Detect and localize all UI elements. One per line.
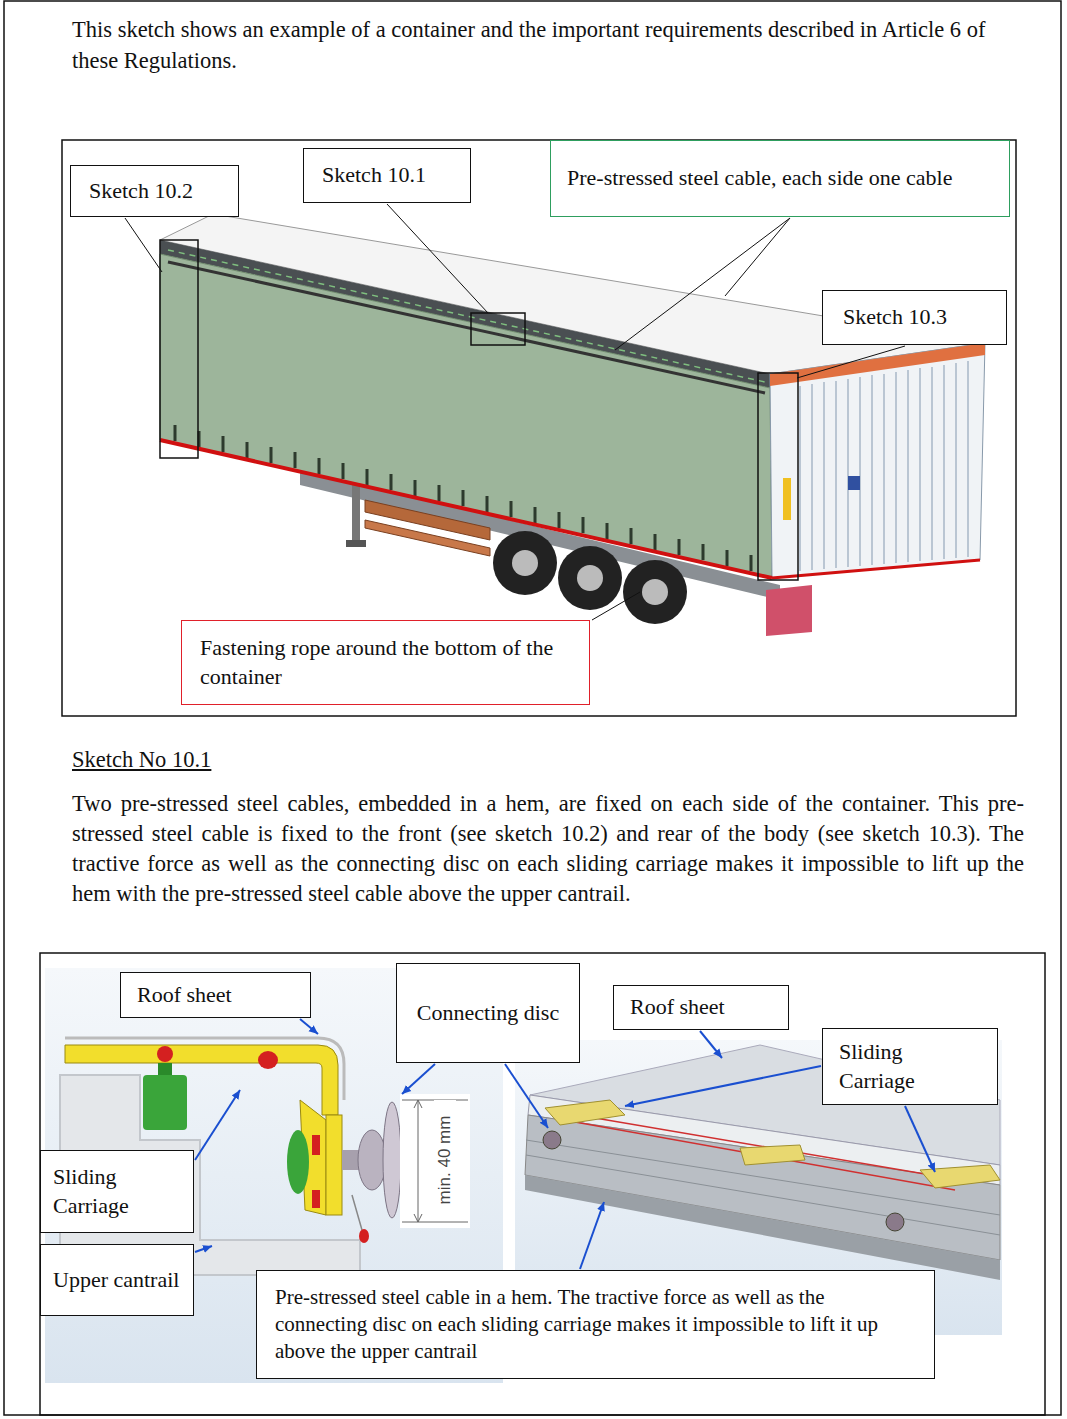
- carriage-plate: [326, 1115, 342, 1215]
- wheel-hub: [577, 565, 603, 591]
- wheel: [558, 546, 622, 610]
- bolt: [312, 1135, 320, 1155]
- bolt: [157, 1046, 173, 1062]
- connecting-disc: [886, 1213, 904, 1231]
- rear-header: [770, 343, 985, 386]
- callout-box: Sketch 10.3: [822, 290, 1007, 345]
- leader-line: [195, 1246, 212, 1252]
- box-text: Fastening rope around the bottom of the …: [200, 634, 571, 691]
- box-text: Sketch 10.3: [843, 303, 986, 332]
- hem-clip: [740, 1145, 805, 1165]
- dimension-arrows: [414, 1100, 422, 1222]
- box-text: Sketch 10.1: [322, 161, 452, 190]
- dimension-label: min. 40 mm: [434, 1100, 456, 1220]
- wheel: [623, 560, 687, 624]
- roller: [143, 1075, 187, 1130]
- steel-cable: [575, 1122, 955, 1190]
- steel-cable: [359, 1229, 369, 1243]
- callout-box: Fastening rope around the bottom of the …: [181, 620, 590, 705]
- detail-frame: [160, 240, 198, 458]
- dimension-line: [418, 1100, 419, 1222]
- sliding-carriage: [545, 1100, 625, 1125]
- roller: [287, 1130, 309, 1194]
- part-label-box: Connecting disc: [396, 963, 580, 1063]
- fastening-rope: [772, 560, 980, 578]
- fastening-rope: [160, 440, 772, 578]
- sliding-carriage: [920, 1165, 1000, 1188]
- landing-foot: [346, 540, 366, 547]
- rear-marker: [783, 478, 791, 520]
- hem-line: [168, 250, 765, 382]
- wheel-hub: [642, 579, 668, 605]
- support-rail: [365, 520, 490, 556]
- connecting-disc: [543, 1131, 561, 1149]
- leader-line: [905, 1106, 935, 1172]
- rail-groove: [526, 1140, 1000, 1215]
- leader-line: [615, 218, 790, 350]
- part-label-box: Sliding Carriage: [40, 1150, 194, 1233]
- caption-box: Pre-stressed steel cable in a hem. The t…: [256, 1270, 935, 1379]
- leader-line: [625, 1066, 821, 1106]
- dimension-ground: [400, 1094, 470, 1228]
- leader-line: [505, 1064, 548, 1128]
- leader-line: [797, 346, 905, 378]
- leader-line: [700, 1031, 722, 1058]
- box-text: Upper cantrail: [53, 1266, 181, 1295]
- box-text: Pre-stressed steel cable in a hem. The t…: [275, 1284, 916, 1366]
- leader-line: [387, 204, 488, 313]
- part-label-box: Sliding Carriage: [822, 1028, 998, 1105]
- roller-stem: [158, 1063, 172, 1077]
- bolt: [312, 1190, 320, 1208]
- leader-line: [195, 1090, 240, 1160]
- part-label-box: Upper cantrail: [40, 1244, 194, 1316]
- rear-doors: [770, 343, 985, 578]
- cable-hem: [352, 1195, 362, 1230]
- buckle-straps: [175, 425, 751, 571]
- curtain-side: [160, 254, 772, 578]
- box-text: Pre-stressed steel cable, each side one …: [567, 164, 993, 193]
- steel-cable: [168, 262, 765, 393]
- bolt: [258, 1051, 278, 1069]
- leader-line: [125, 218, 162, 272]
- section-heading: Sketch No 10.1: [72, 745, 211, 775]
- leader-line: [725, 218, 790, 296]
- leader-line: [300, 1019, 318, 1034]
- panel-frame: [62, 140, 1016, 716]
- wheel: [493, 531, 557, 595]
- wheel-hub: [512, 550, 538, 576]
- carriage-bracket: [65, 1045, 338, 1115]
- body-paragraph: Two pre-stressed steel cables, embedded …: [72, 789, 1024, 909]
- part-label-box: Roof sheet: [613, 985, 789, 1030]
- dimension-tick: [402, 1222, 468, 1223]
- detail-frame: [758, 373, 798, 580]
- disc-hub: [358, 1130, 386, 1190]
- box-text: Sliding Carriage: [53, 1163, 181, 1220]
- box-text: Connecting disc: [413, 999, 563, 1028]
- panel-frame: [40, 953, 1045, 1415]
- trailer-drawing: [160, 214, 985, 636]
- page-border: [4, 1, 1061, 1415]
- box-text: Sliding Carriage: [839, 1038, 981, 1095]
- callout-box: Sketch 10.1: [303, 148, 471, 203]
- detail-frame: [471, 313, 525, 345]
- door-ribs: [800, 361, 968, 571]
- box-text: Roof sheet: [630, 993, 772, 1022]
- part-label-box: Roof sheet: [120, 972, 311, 1018]
- leader-line: [402, 1064, 435, 1094]
- box-text: Sketch 10.2: [89, 177, 220, 206]
- callout-box: Sketch 10.2: [70, 165, 239, 217]
- upper-cantrail: [525, 1115, 1000, 1260]
- connecting-disc: [383, 1102, 401, 1218]
- leader-line: [592, 592, 640, 620]
- steel-cable: [560, 1112, 960, 1180]
- box-text: Roof sheet: [137, 981, 294, 1010]
- leader-line: [580, 1202, 604, 1269]
- plate-sign: [848, 476, 860, 490]
- mudflap: [766, 585, 812, 636]
- callout-box: Pre-stressed steel cable, each side one …: [550, 140, 1010, 217]
- leader-lines: [125, 204, 905, 620]
- rail-flange: [525, 1175, 1000, 1280]
- intro-text: This sketch shows an example of a contai…: [72, 14, 1002, 76]
